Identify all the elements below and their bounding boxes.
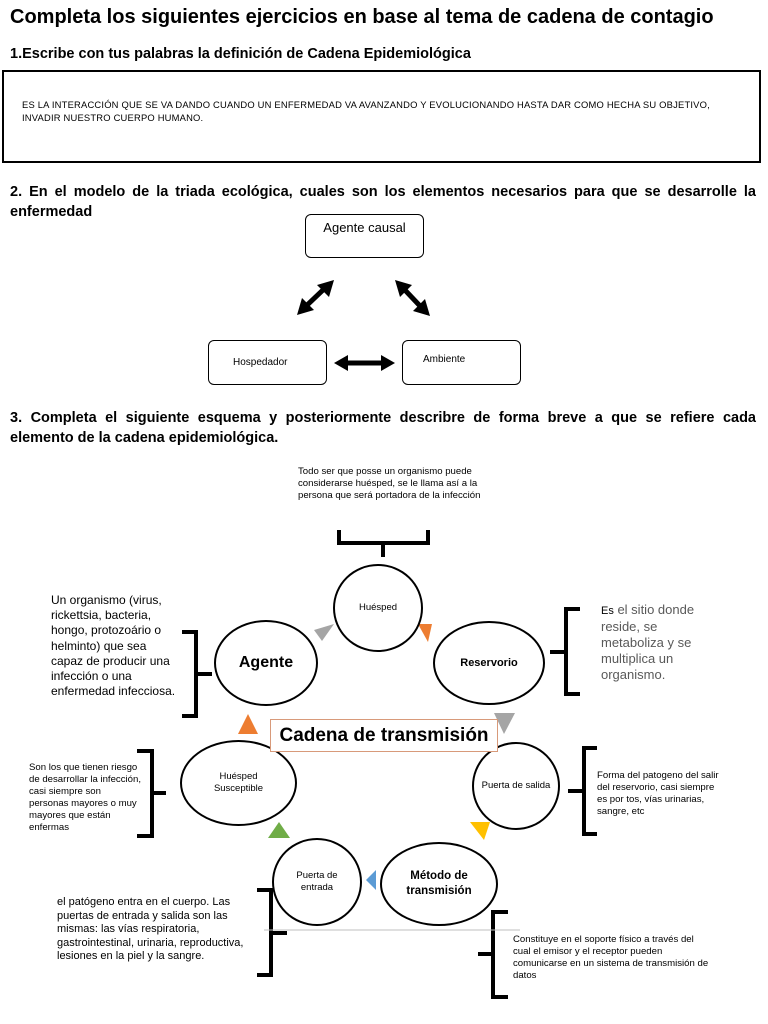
bracket-agente: [182, 630, 212, 718]
triad-hospedador: Hospedador: [208, 340, 327, 385]
node-agente: Agente: [214, 620, 318, 706]
question-3: 3. Completa el siguiente esquema y poste…: [10, 410, 756, 446]
question-1: 1.Escribe con tus palabras la definición…: [10, 46, 471, 62]
question-2: 2. En el modelo de la triada ecológica, …: [10, 184, 756, 220]
note-puerta-salida: Forma del patogeno del salir del reservo…: [597, 770, 719, 817]
answer-1-text: ES LA INTERACCIÓN QUE SE VA DANDO CUANDO…: [22, 99, 710, 123]
chain-arrow-reservorio-salida: [494, 713, 515, 734]
triad-arrow-right: [395, 280, 430, 316]
bracket-huesped: [337, 530, 430, 557]
page-title: Completa los siguientes ejercicios en ba…: [10, 6, 714, 28]
node-metodo-transmision: Método de transmisión: [380, 842, 498, 926]
chain-arrow-agente-huesped: [314, 624, 334, 641]
bracket-salida: [568, 746, 597, 836]
node-puerta-salida: Puerta de salida: [472, 742, 560, 830]
note-reservorio: Es el sitio donde reside, se metaboliza …: [601, 602, 695, 682]
node-huesped: Huésped: [333, 564, 423, 652]
chain-arrow-metodo-entrada: [366, 870, 376, 890]
node-huesped-susceptible: Huésped Susceptible: [180, 740, 297, 826]
bracket-susceptible: [137, 749, 166, 838]
note-metodo-transmision: Constituye en el soporte físico a través…: [513, 934, 709, 981]
answer-box-1[interactable]: [2, 70, 761, 163]
note-agente: Un organismo (virus, rickettsia, bacteri…: [51, 593, 176, 699]
center-title: Cadena de transmisión: [270, 719, 498, 752]
note-huesped-susceptible: Son los que tienen riesgo de desarrollar…: [29, 762, 141, 833]
chain-arrow-salida-metodo: [470, 822, 490, 840]
chain-arrow-huesped-reservorio: [418, 624, 432, 642]
chain-arrow-entrada-susceptible: [268, 822, 290, 838]
triad-arrow-left: [297, 280, 334, 315]
node-reservorio: Reservorio: [433, 621, 545, 705]
bracket-reservorio: [550, 607, 580, 696]
note-huesped: Todo ser que posse un organismo puede co…: [298, 466, 481, 501]
bracket-entrada: [257, 888, 287, 977]
note-puerta-entrada: el patógeno entra en el cuerpo. Las puer…: [57, 896, 244, 962]
triad-ambiente: Ambiente: [402, 340, 521, 385]
chain-arrow-susceptible-agente: [238, 714, 258, 734]
bracket-metodo: [478, 910, 508, 999]
triad-agente-causal: Agente causal: [305, 214, 424, 258]
node-puerta-entrada: Puerta de entrada: [272, 838, 362, 926]
triad-arrow-bottom: [334, 355, 395, 371]
